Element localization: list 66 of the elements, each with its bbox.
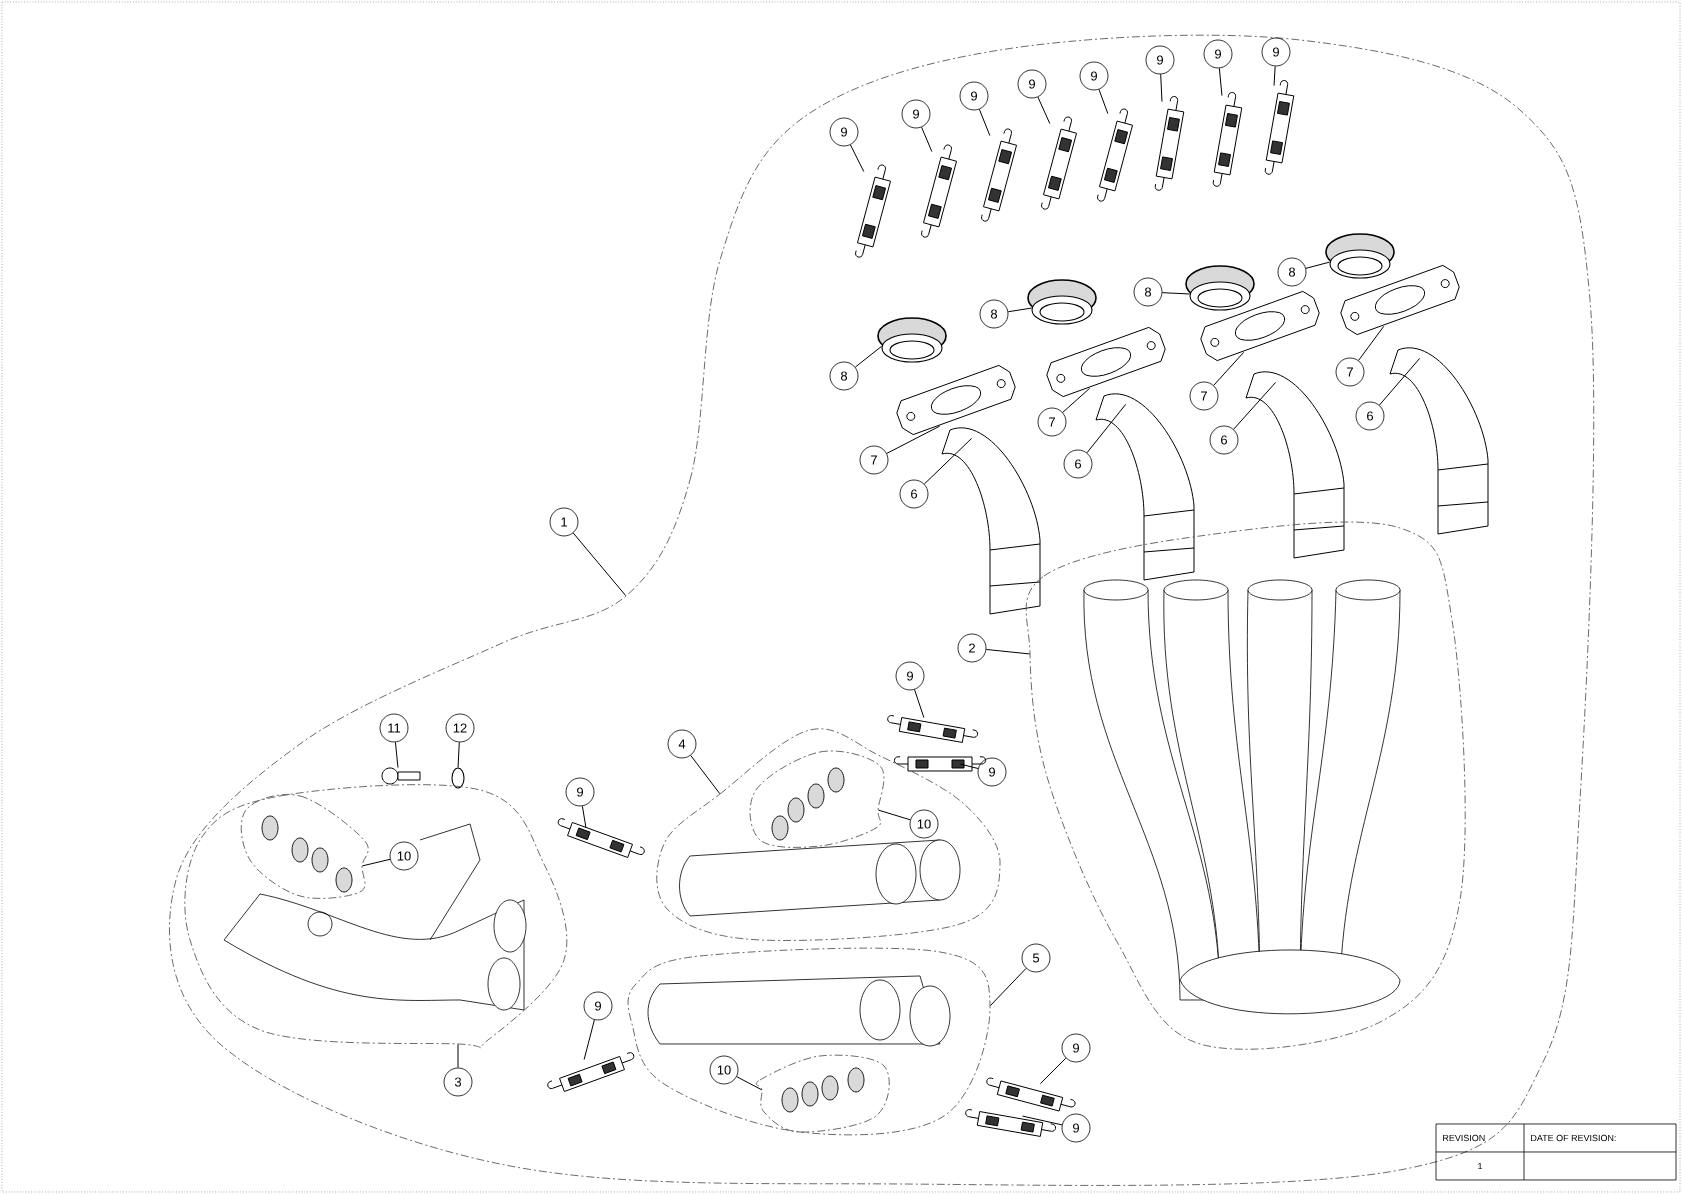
seal-ring-drawing xyxy=(1325,233,1395,279)
leader-line xyxy=(1007,307,1033,313)
bend-pipe-drawing xyxy=(1389,347,1489,535)
spring-drawing xyxy=(921,144,958,238)
leader-line xyxy=(736,1076,763,1091)
spring-drawing xyxy=(1154,95,1185,191)
leader-line xyxy=(1161,292,1191,295)
spring-drawing xyxy=(1212,91,1243,187)
spring-drawing xyxy=(855,164,892,258)
leader-line xyxy=(849,144,865,173)
leader-line xyxy=(1021,1115,1063,1126)
seal-kit-drawing xyxy=(749,750,885,848)
leader-line xyxy=(877,809,911,821)
spring-drawing xyxy=(557,818,645,858)
seal-ring-drawing xyxy=(1027,279,1097,325)
leader-line xyxy=(959,763,979,769)
seal-kit-drawing xyxy=(755,1054,890,1133)
group-outline xyxy=(656,728,1001,941)
leader-line xyxy=(1098,89,1109,115)
seal-ring-drawing xyxy=(877,317,947,363)
leader-line xyxy=(1273,65,1276,87)
leader-line xyxy=(572,532,627,597)
leader-line xyxy=(854,345,883,368)
seal-kit-drawing xyxy=(240,794,369,899)
leader-line xyxy=(1062,387,1091,413)
leader-line xyxy=(989,967,1027,1007)
leader-line xyxy=(1039,1057,1067,1085)
leader-line xyxy=(1218,67,1223,97)
leader-line xyxy=(1086,403,1127,454)
leader-line xyxy=(1358,325,1385,361)
spring-drawing xyxy=(986,1077,1076,1112)
spring-drawing xyxy=(547,1052,635,1092)
leader-line xyxy=(394,741,399,769)
leader-line xyxy=(921,126,933,153)
leader-line xyxy=(978,108,991,137)
leader-line xyxy=(1305,261,1331,269)
leader-line xyxy=(1378,357,1421,406)
leader-line xyxy=(583,1019,595,1061)
spring-drawing xyxy=(1041,116,1078,210)
bend-pipe-drawing xyxy=(941,427,1041,615)
leader-line xyxy=(923,437,973,485)
spring-drawing xyxy=(887,715,979,743)
leader-line xyxy=(1213,351,1245,386)
spring-drawing xyxy=(1264,79,1295,175)
washer-drawing xyxy=(451,767,465,789)
spring-drawing xyxy=(1097,108,1134,202)
leader-line xyxy=(1037,96,1051,125)
bend-pipe-drawing xyxy=(1245,371,1345,559)
leader-line xyxy=(886,425,941,454)
group-outline xyxy=(184,784,568,1049)
spring-drawing xyxy=(981,128,1018,222)
leader-line xyxy=(457,741,460,769)
group-outline xyxy=(627,947,991,1136)
leader-line xyxy=(914,689,925,719)
spring-drawing xyxy=(893,756,987,772)
leader-line xyxy=(1160,73,1163,103)
seal-ring-drawing xyxy=(1185,265,1255,311)
group-outline xyxy=(1025,521,1466,1050)
leader-line xyxy=(1233,381,1277,430)
leader-line xyxy=(361,858,391,867)
leader-line xyxy=(457,1043,459,1069)
leader-line xyxy=(690,754,721,795)
leader-line xyxy=(985,648,1031,655)
leader-line xyxy=(581,805,587,829)
bolt-drawing xyxy=(381,767,421,785)
spring-drawing xyxy=(965,1109,1057,1137)
